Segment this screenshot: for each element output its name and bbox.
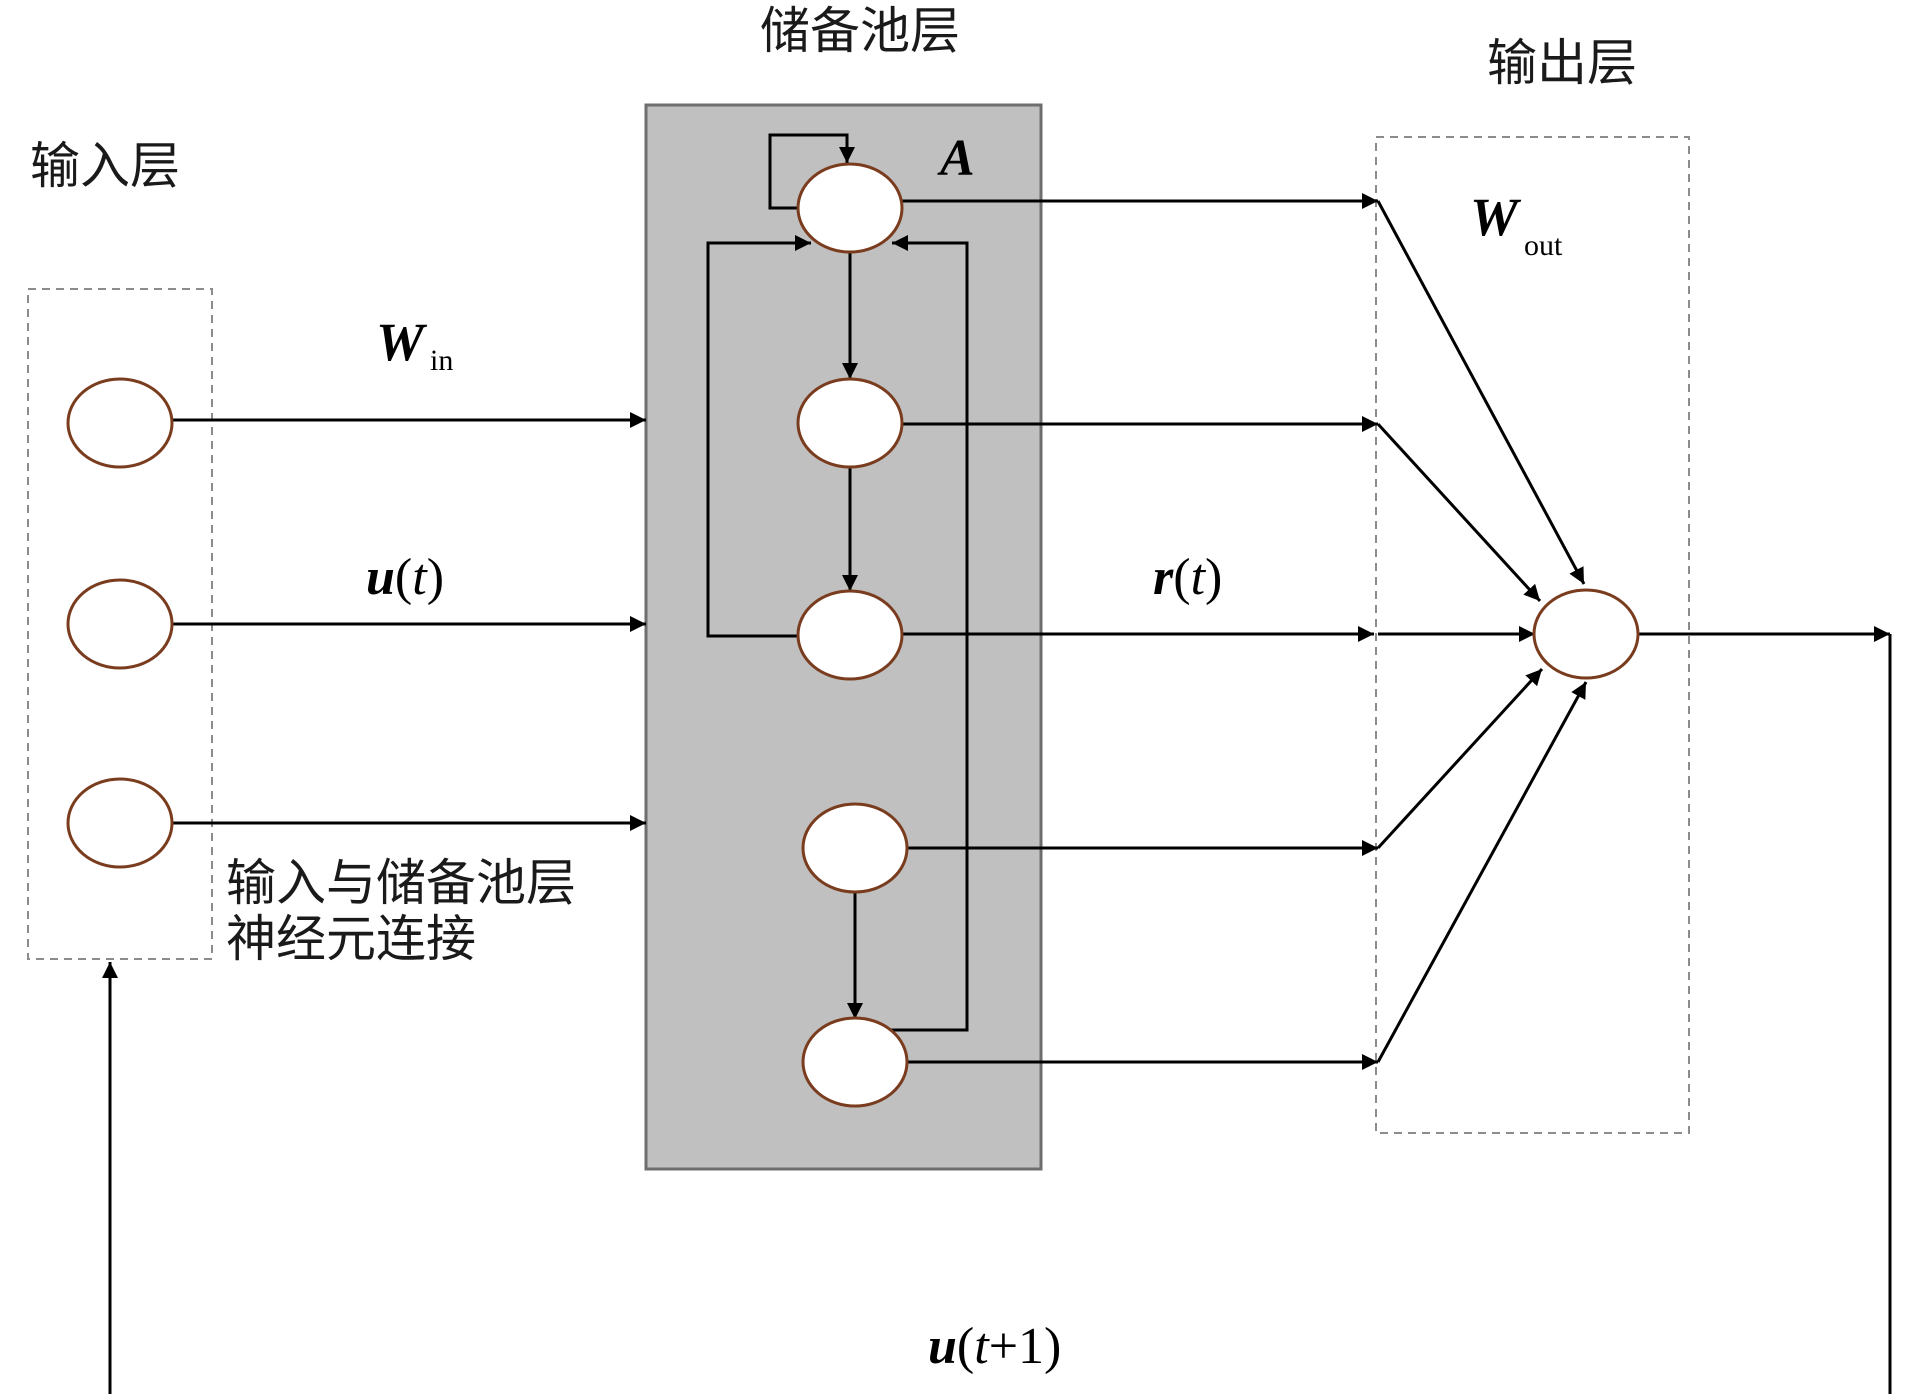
w-out-sub: out: [1524, 229, 1563, 262]
u-t1-var: u: [928, 1318, 957, 1375]
u-t-var: u: [366, 549, 395, 606]
u-t1-label: u(t+1): [928, 1318, 1061, 1375]
reservoir-neuron-3: [796, 589, 904, 681]
input-neuron-1: [66, 377, 174, 469]
r-t-open: (: [1173, 549, 1190, 606]
u-t1-arg: t: [974, 1318, 990, 1375]
w-in-sub: in: [430, 344, 453, 377]
feedback-loop-right: [890, 235, 969, 1032]
reservoir-matrix-label: A: [937, 130, 975, 187]
u-t1-op: +1: [989, 1318, 1044, 1375]
r-t-label: r(t): [1153, 549, 1222, 606]
input-neuron-3: [66, 777, 174, 869]
u-t-open: (: [395, 549, 412, 606]
input-neuron-2: [66, 578, 174, 670]
r-t-close: ): [1205, 549, 1222, 606]
input-layer-title: 输入层: [30, 137, 180, 195]
reservoir-layer-title: 储备池层: [760, 2, 960, 60]
output-layer-box: [1375, 136, 1690, 1134]
wout-edge-2: [1376, 422, 1542, 603]
reservoir-neuron-5: [801, 1016, 909, 1108]
u-t-label: u(t): [366, 549, 444, 606]
wout-edge-5: [1376, 681, 1588, 1063]
u-t-close: ): [427, 549, 444, 606]
annotation-line-2: 神经元连接: [226, 910, 476, 968]
u-t1-close: ): [1044, 1318, 1061, 1375]
reservoir-neuron-1: [796, 162, 904, 254]
self-loop: [768, 133, 855, 210]
wout-edge-4: [1376, 667, 1544, 850]
w-out-base: W: [1470, 187, 1522, 247]
feedback-line: [102, 634, 1892, 1394]
output-neuron: [1532, 588, 1640, 680]
wout-edge-1: [1376, 200, 1586, 585]
annotation-line-1: 输入与储备池层: [226, 854, 576, 912]
u-t-arg: t: [412, 549, 428, 606]
output-layer-title: 输出层: [1487, 34, 1637, 92]
u-t1-open: (: [957, 1318, 974, 1375]
reservoir-neuron-4: [801, 802, 909, 894]
feedback-loop-left: [706, 235, 811, 638]
w-in-base: W: [376, 312, 428, 372]
r-t-arg: t: [1191, 549, 1207, 606]
reservoir-neuron-2: [796, 377, 904, 469]
r-t-var: r: [1153, 549, 1174, 606]
